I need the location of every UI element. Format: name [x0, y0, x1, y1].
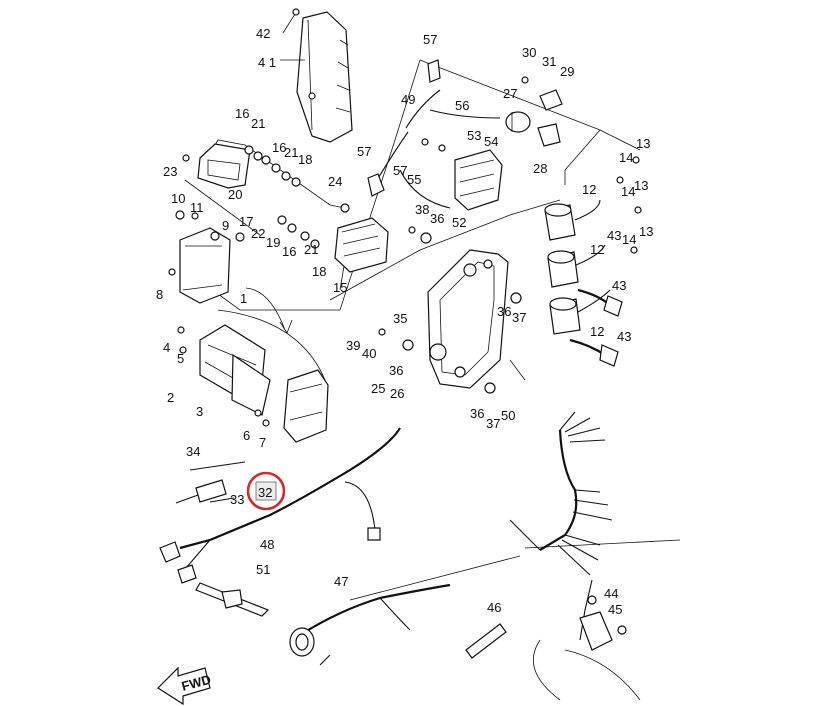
rectifier-part-52 — [367, 59, 503, 244]
part-label-16b: 16 — [272, 140, 286, 155]
part-label-19: 19 — [266, 235, 280, 250]
part-label-56: 56 — [455, 98, 469, 113]
upper-frame-lines — [184, 59, 641, 311]
tube-part-46 — [465, 623, 507, 659]
fwd-label: FWD — [180, 672, 212, 694]
part-label-14c: 14 — [622, 232, 636, 247]
part-label-12c: 12 — [590, 324, 604, 339]
part-label-47: 47 — [334, 574, 348, 589]
relay-part-27 — [505, 76, 563, 147]
part-label-51: 51 — [256, 562, 270, 577]
part-label-21c: 21 — [304, 242, 318, 257]
part-label-15: 15 — [333, 280, 347, 295]
part-label-53: 53 — [467, 128, 481, 143]
part-label-18a: 18 — [298, 152, 312, 167]
highlight-label: 32 — [258, 485, 272, 500]
part-label-4: 4 — [163, 340, 170, 355]
highlight-callout-32[interactable]: 32 — [246, 471, 286, 511]
part-label-43a: 43 — [607, 228, 621, 243]
part-label-33: 33 — [230, 492, 244, 507]
part-label-21b: 21 — [284, 145, 298, 160]
part-label-36c: 36 — [389, 363, 403, 378]
part-label-46: 46 — [487, 600, 501, 615]
part-label-44: 44 — [604, 586, 618, 601]
part-label-23: 23 — [163, 164, 177, 179]
part-label-12a: 12 — [582, 182, 596, 197]
part-label-5: 5 — [177, 351, 184, 366]
hardware-stack-upper — [175, 145, 301, 242]
part-label-27: 27 — [503, 86, 517, 101]
part-label-30: 30 — [522, 45, 536, 60]
part-label-25: 25 — [371, 381, 385, 396]
part-label-48: 48 — [260, 537, 274, 552]
part-label-3: 3 — [196, 404, 203, 419]
switch-part-44 — [532, 579, 641, 701]
part-label-14b: 14 — [621, 184, 635, 199]
fwd-arrow: FWD — [157, 666, 212, 706]
part-label-7: 7 — [259, 435, 266, 450]
part-label-26: 26 — [390, 386, 404, 401]
part-label-28: 28 — [533, 161, 547, 176]
part-label-52: 52 — [452, 215, 466, 230]
pulser-unit-upper — [168, 227, 293, 334]
part-label-37b: 37 — [486, 416, 500, 431]
part-label-55: 55 — [407, 172, 421, 187]
bracket-plate-part-35 — [378, 249, 526, 394]
part-label-21a: 21 — [251, 116, 265, 131]
part-label-24: 24 — [328, 174, 342, 189]
part-label-16a: 16 — [235, 106, 249, 121]
part-label-57a: 57 — [423, 32, 437, 47]
part-label-40: 40 — [362, 346, 376, 361]
part-label-13c: 13 — [639, 224, 653, 239]
bracket-part-51 — [195, 582, 270, 617]
part-label-22: 22 — [251, 226, 265, 241]
part-label-57b: 57 — [357, 144, 371, 159]
part-label-43c: 43 — [617, 329, 631, 344]
part-label-6: 6 — [243, 428, 250, 443]
part-label-39: 39 — [346, 338, 360, 353]
part-label-45: 45 — [608, 602, 622, 617]
bracket-part-20 — [197, 143, 251, 189]
part-label-8: 8 — [156, 287, 163, 302]
part-label-13b: 13 — [634, 178, 648, 193]
part-label-57c: 57 — [393, 163, 407, 178]
part-label-29: 29 — [560, 64, 574, 79]
wiring-harness-part-48 — [159, 427, 401, 584]
part-label-36b: 36 — [497, 304, 511, 319]
part-label-9: 9 — [222, 218, 229, 233]
part-label-49: 49 — [401, 92, 415, 107]
ignition-coils-part-12 — [544, 156, 642, 367]
part-label-11: 11 — [190, 200, 204, 215]
part-label-1: 1 — [240, 291, 247, 306]
part-label-36a: 36 — [430, 211, 444, 226]
cover-part-41 — [280, 8, 353, 143]
part-label-43b: 43 — [612, 278, 626, 293]
part-label-42: 42 — [256, 26, 270, 41]
part-label-36d: 36 — [470, 406, 484, 421]
part-label-37a: 37 — [512, 310, 526, 325]
part-label-38: 38 — [415, 202, 429, 217]
part-label-18b: 18 — [312, 264, 326, 279]
part-label-20: 20 — [228, 187, 242, 202]
part-label-50: 50 — [501, 408, 515, 423]
part-label-34: 34 — [186, 444, 200, 459]
part-label-41: 4 1 — [258, 55, 276, 70]
part-label-54: 54 — [484, 134, 498, 149]
part-label-13a: 13 — [636, 136, 650, 151]
part-label-12b: 12 — [590, 242, 604, 257]
cdi-unit-part-15 — [277, 203, 389, 273]
part-label-35: 35 — [393, 311, 407, 326]
wiring-harness-part-47 — [289, 583, 451, 666]
part-label-10: 10 — [171, 191, 185, 206]
part-label-16c: 16 — [282, 244, 296, 259]
part-label-2: 2 — [167, 390, 174, 405]
part-label-31: 31 — [542, 54, 556, 69]
part-label-17: 17 — [239, 214, 253, 229]
part-label-14a: 14 — [619, 150, 633, 165]
pulser-unit-lower — [177, 309, 329, 443]
wiring-harness-right — [349, 411, 681, 601]
